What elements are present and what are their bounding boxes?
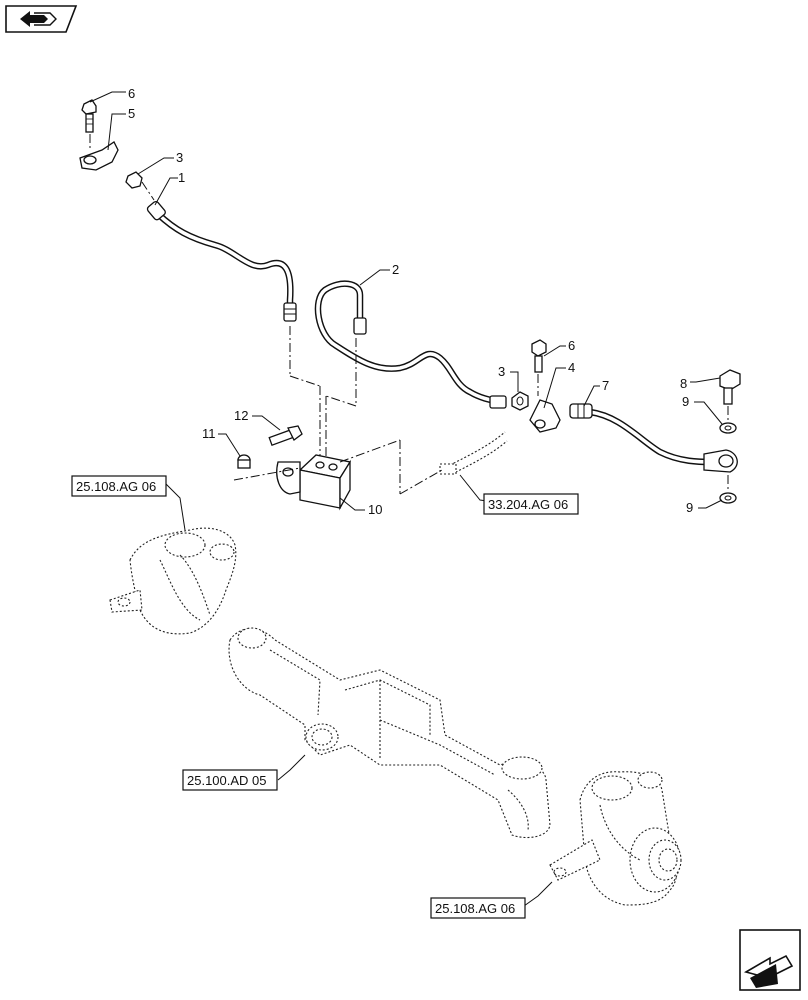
reference-link[interactable]: 25.108.AG 06 [430, 897, 526, 919]
brake-pipe-7 [569, 403, 738, 473]
callout-label: 6 [128, 86, 135, 101]
bracket-4 [529, 399, 561, 433]
bolt-6-upper [81, 99, 97, 148]
washer-9-lower [719, 475, 737, 504]
bracket-5 [79, 141, 119, 171]
steering-knuckle-housing [549, 771, 682, 906]
reference-link[interactable]: 25.108.AG 06 [71, 475, 167, 497]
reference-label[interactable]: 33.204.AG 06 [488, 497, 568, 512]
nut-3-right [511, 391, 529, 411]
callout-label: 4 [568, 360, 575, 375]
callout-label: 12 [234, 408, 248, 423]
banjo-bolt-8 [719, 369, 741, 420]
callout-label: 7 [602, 378, 609, 393]
callout-label: 1 [178, 170, 185, 185]
callout-label: 3 [498, 364, 505, 379]
callout-label: 11 [202, 426, 216, 441]
axle-housing [228, 627, 551, 839]
reference-link[interactable]: 33.204.AG 06 [483, 493, 579, 515]
callout-label: 6 [568, 338, 575, 353]
nut-3-upper [125, 171, 155, 201]
callout-label: 2 [392, 262, 399, 277]
reference-label[interactable]: 25.100.AD 05 [187, 773, 267, 788]
reference-label[interactable]: 25.108.AG 06 [435, 901, 515, 916]
axle-support-housing [109, 527, 237, 635]
callout-label: 10 [368, 502, 382, 517]
back-arrow-icon[interactable] [5, 5, 78, 33]
callout-label: 5 [128, 106, 135, 121]
brake-pipe-2 [314, 280, 507, 409]
reference-label[interactable]: 25.108.AG 06 [76, 479, 156, 494]
callout-labels: 6 5 3 1 2 3 4 6 7 8 9 9 10 11 12 [128, 86, 693, 517]
bolt-6-right [531, 339, 547, 396]
leader-lines [89, 91, 723, 907]
alignment-lines [233, 326, 443, 495]
junction-block-10 [276, 454, 352, 511]
washer-9-upper [719, 422, 737, 434]
callout-label: 9 [682, 394, 689, 409]
hose-reference [439, 431, 508, 475]
callout-label: 3 [176, 150, 183, 165]
reference-link[interactable]: 25.100.AD 05 [182, 769, 278, 791]
brake-pipe-1 [146, 200, 297, 322]
spacer-11 [237, 454, 251, 469]
next-arrow-icon[interactable] [739, 929, 801, 991]
callout-label: 8 [680, 376, 687, 391]
callout-label: 9 [686, 500, 693, 515]
screw-12 [268, 425, 303, 447]
